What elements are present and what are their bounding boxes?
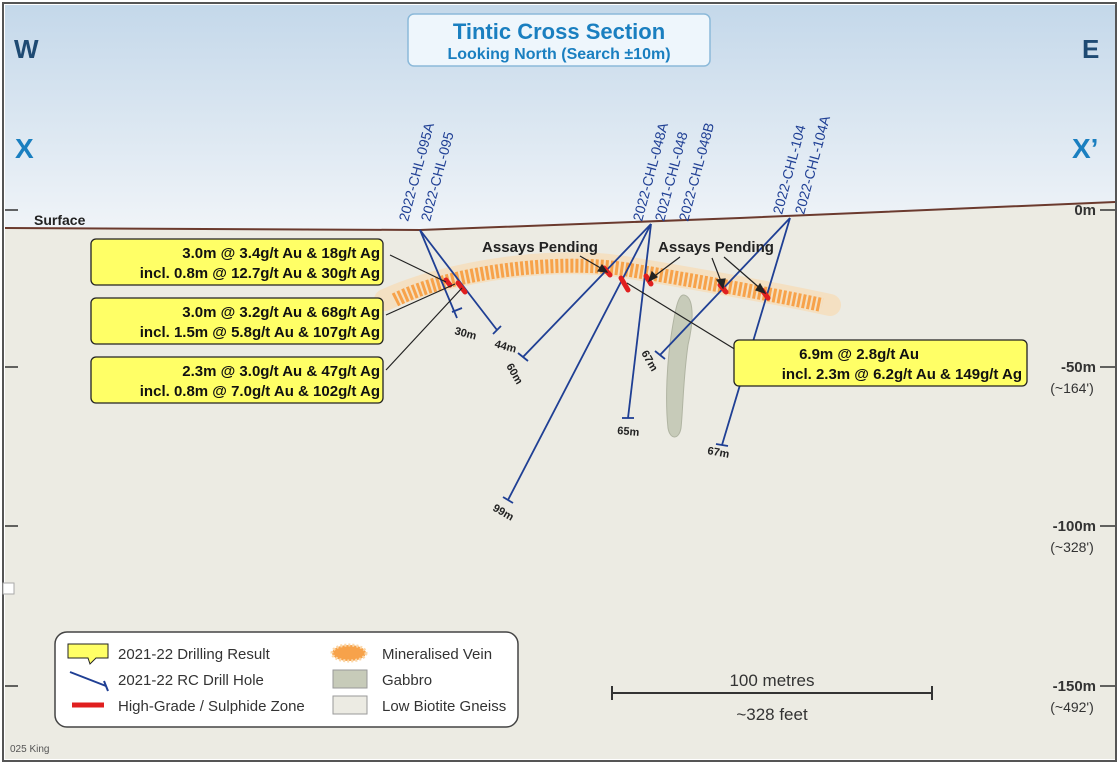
drill-depth-104a: 67m [706, 445, 730, 461]
depth-feet-100: (~328') [1050, 539, 1094, 555]
legend-callout-swatch [67, 643, 109, 665]
legend-gabbro-swatch [332, 669, 368, 689]
assays-pending-2: Assays Pending [658, 239, 774, 256]
legend-gneiss-swatch [332, 695, 368, 715]
title-main: Tintic Cross Section [453, 19, 665, 44]
depth-axis: 0m -50m (~164') -100m (~328') -150m (~49… [1050, 202, 1115, 715]
result-2-line2: incl. 1.5m @ 5.8g/t Au & 107g/t Ag [140, 324, 380, 341]
drill-hole-048 [507, 223, 652, 501]
scale-feet: ~328 feet [736, 705, 808, 724]
result-4-line2: incl. 2.3m @ 6.2g/t Au & 149g/t Ag [782, 366, 1022, 383]
legend-vein-swatch [330, 643, 368, 663]
gabbro-body [666, 294, 693, 438]
drill-hole-048b [627, 223, 652, 419]
legend-mineralised-vein: Mineralised Vein [382, 646, 492, 663]
title-sub: Looking North (Search ±10m) [447, 46, 670, 63]
drill-hole-095 [419, 229, 498, 331]
depth-label-150: -150m [1053, 678, 1096, 695]
drill-hole-104 [659, 217, 791, 356]
drill-depth-095: 44m [493, 338, 518, 355]
section-end-label: X’ [1072, 133, 1098, 164]
legend-rc-drill-hole: 2021-22 RC Drill Hole [118, 672, 264, 689]
legend-high-grade: High-Grade / Sulphide Zone [118, 698, 305, 715]
surface-line [4, 201, 1116, 232]
scale-metres: 100 metres [729, 671, 814, 690]
result-callout-1: 3.0m @ 3.4g/t Au & 18g/t Ag incl. 0.8m @… [90, 238, 384, 286]
east-label: E [1082, 34, 1099, 64]
drill-holes [419, 217, 791, 504]
depth-feet-150: (~492') [1050, 699, 1094, 715]
result-3-line1: 2.3m @ 3.0g/t Au & 47g/t Ag [182, 363, 380, 380]
result-2-line1: 3.0m @ 3.2g/t Au & 68g/t Ag [182, 304, 380, 321]
drill-hole-095a [419, 229, 458, 319]
section-start-label: X [15, 133, 34, 164]
scale-bar: 100 metres ~328 feet [611, 671, 933, 724]
result-callout-4: 6.9m @ 2.8g/t Au incl. 2.3m @ 6.2g/t Au … [733, 339, 1028, 387]
drill-hole-048a [522, 223, 652, 358]
depth-feet-50: (~164') [1050, 380, 1094, 396]
result-1-line2: incl. 0.8m @ 12.7g/t Au & 30g/t Ag [140, 265, 380, 282]
assays-pending-1: Assays Pending [482, 239, 598, 256]
legend-gneiss: Low Biotite Gneiss [382, 698, 506, 715]
result-callout-3: 2.3m @ 3.0g/t Au & 47g/t Ag incl. 0.8m @… [90, 356, 384, 404]
west-label: W [14, 34, 39, 64]
title-box [407, 13, 711, 67]
result-callout-2: 3.0m @ 3.2g/t Au & 68g/t Ag incl. 1.5m @… [90, 297, 384, 345]
surface-label: Surface [34, 212, 86, 228]
result-1-line1: 3.0m @ 3.4g/t Au & 18g/t Ag [182, 245, 380, 262]
legend-gabbro: Gabbro [382, 672, 432, 689]
depth-label-50: -50m [1061, 359, 1096, 376]
drill-depth-048b: 65m [617, 425, 640, 439]
legend: 2021-22 Drilling Result 2021-22 RC Drill… [54, 631, 519, 728]
left-depth-ticks [5, 209, 18, 687]
legend-drill-swatch [69, 671, 107, 687]
drill-depth-095a: 30m [453, 325, 478, 342]
footer-credit: 025 King [10, 744, 49, 755]
drill-hole-104a [721, 217, 791, 446]
result-4-line1: 6.9m @ 2.8g/t Au [799, 346, 919, 363]
callout-leaders [385, 254, 742, 371]
depth-label-0: 0m [1074, 202, 1096, 219]
sky-area [5, 5, 1115, 230]
depth-label-100: -100m [1053, 518, 1096, 535]
assays-pending-arrows [579, 255, 767, 295]
result-3-line2: incl. 0.8m @ 7.0g/t Au & 102g/t Ag [140, 383, 380, 400]
legend-drilling-result: 2021-22 Drilling Result [118, 646, 271, 663]
edge-marker [2, 582, 15, 595]
